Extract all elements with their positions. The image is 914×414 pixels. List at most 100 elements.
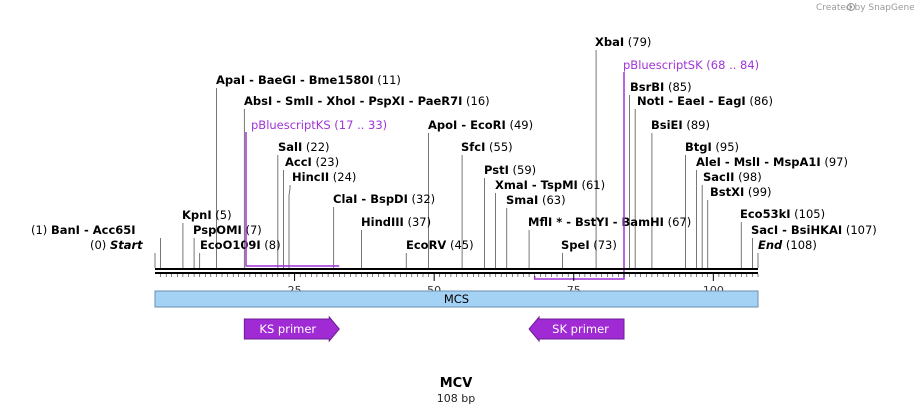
site-position: (37): [404, 215, 431, 229]
site-position: (86): [746, 94, 773, 108]
enzyme-name: EcoO109I: [200, 238, 261, 252]
site-label-bani-acc65i: (1) BanI - Acc65I: [31, 223, 136, 237]
site-label-end: End (108): [758, 238, 817, 252]
enzyme-name: Start: [110, 238, 143, 252]
site-position: (32): [408, 192, 435, 206]
site-label-xbai: XbaI (79): [595, 35, 651, 49]
site-label-apai-baegi-bme1580i: ApaI - BaeGI - Bme1580I (11): [216, 73, 401, 87]
enzyme-name: Acc65I: [93, 223, 136, 237]
site-position: (45): [446, 238, 473, 252]
site-position: (24): [329, 170, 356, 184]
site-position: (5): [212, 208, 232, 222]
site-position: (7): [242, 223, 262, 237]
enzyme-name: PstI: [484, 163, 509, 177]
primer-arrow-sk-primer: [528, 315, 625, 343]
enzyme-name: SfcI: [461, 140, 485, 154]
enzyme-name: TspMI: [541, 178, 578, 192]
site-separator: -: [705, 94, 718, 108]
site-position: (73): [590, 238, 617, 252]
site-label-sfci: SfcI (55): [461, 140, 513, 154]
site-separator: -: [609, 215, 622, 229]
enzyme-name: EaeI: [677, 94, 705, 108]
site-separator: -: [314, 94, 327, 108]
primer-arrow-ks-primer: [243, 315, 340, 343]
site-label-hindiii: HindIII (37): [361, 215, 431, 229]
site-label-noti-eaei-eagi: NotI - EaeI - EagI (86): [637, 94, 773, 108]
site-position: (49): [506, 118, 533, 132]
site-position: (89): [683, 118, 710, 132]
site-position: (98): [734, 170, 761, 184]
primer-site-label-pbluescriptsk: pBluescriptSK (68 .. 84): [623, 58, 759, 72]
enzyme-name: ClaI: [333, 192, 357, 206]
site-separator: -: [457, 118, 470, 132]
site-label-pspomi: PspOMI (7): [193, 223, 262, 237]
primer-site-label-pbluescriptks: pBluescriptKS (17 .. 33): [251, 118, 387, 132]
site-label-absi-smli-xhoi-pspxi-paer7i: AbsI - SmlI - XhoI - PspXI - PaeR7I (16): [244, 94, 490, 108]
site-connectors: [154, 50, 759, 268]
site-label-bsrbi: BsrBI (85): [630, 80, 692, 94]
site-position: (95): [712, 140, 739, 154]
enzyme-name: End: [758, 238, 783, 252]
enzyme-name: MslI: [734, 155, 761, 169]
site-label-apoi-ecori: ApoI - EcoRI (49): [428, 118, 533, 132]
enzyme-name: MflI *: [528, 215, 562, 229]
site-label-mfli-bstyi-bamhi: MflI * - BstYI - BamHI (67): [528, 215, 691, 229]
feature-mcs: MCS: [154, 290, 759, 308]
primer-binding-sites: pBluescriptKS (17 .. 33) pBluescriptSK (6…: [245, 58, 759, 280]
sequence-length-label: 108 bp: [437, 392, 475, 405]
feature-bar: [154, 290, 759, 308]
site-separator: -: [357, 192, 370, 206]
site-separator: -: [664, 94, 677, 108]
site-label-start: (0) Start: [90, 238, 143, 252]
site-position: (99): [744, 185, 771, 199]
primer-site-range: (68 .. 84): [703, 58, 760, 72]
enzyme-name: EcoRI: [470, 118, 506, 132]
credit-text: Created by SnapGene: [816, 3, 914, 13]
feature-label: MCS: [444, 292, 469, 306]
primer-label-ks-primer: KS primer: [259, 322, 316, 336]
site-separator: -: [356, 94, 369, 108]
site-label-kpni: KpnI (5): [182, 208, 232, 222]
enzyme-name: AccI: [285, 155, 312, 169]
site-label-hincii: HincII (24): [292, 170, 356, 184]
enzyme-name: BspDI: [370, 192, 408, 206]
site-separator: -: [405, 94, 418, 108]
enzyme-name: Bme1580I: [309, 73, 374, 87]
site-position: (97): [821, 155, 848, 169]
enzyme-name: BtgI: [685, 140, 712, 154]
site-position: (23): [312, 155, 339, 169]
site-position: (107): [842, 223, 877, 237]
site-position: (0): [90, 238, 110, 252]
site-label-eco53ki: Eco53kI (105): [740, 207, 825, 221]
primer-site-range: (17 .. 33): [331, 118, 388, 132]
sequence-title: MCV: [440, 376, 473, 391]
site-separator: -: [778, 223, 791, 237]
site-position: (61): [578, 178, 605, 192]
site-separator: -: [80, 223, 93, 237]
site-label-sali: SalI (22): [278, 140, 330, 154]
enzyme-name: AleI: [696, 155, 721, 169]
site-position: (22): [302, 140, 329, 154]
site-position: (16): [462, 94, 489, 108]
enzyme-name: BsrBI: [630, 80, 664, 94]
enzyme-name: AbsI: [244, 94, 272, 108]
enzyme-name: MspA1I: [773, 155, 821, 169]
site-label-clai-bspdi: ClaI - BspDI (32): [333, 192, 435, 206]
enzyme-name: KpnI: [182, 208, 212, 222]
enzyme-name: PspXI: [368, 94, 404, 108]
enzyme-name: BstXI: [710, 185, 744, 199]
enzyme-name: ApoI: [428, 118, 457, 132]
enzyme-name: SmlI: [285, 94, 314, 108]
enzyme-name: Eco53kI: [740, 207, 791, 221]
site-label-ecorv: EcoRV (45): [406, 238, 474, 252]
site-label-spei: SpeI (73): [561, 238, 617, 252]
enzyme-name: EagI: [718, 94, 746, 108]
site-label-acci: AccI (23): [285, 155, 339, 169]
primer-site-name: pBluescriptKS: [251, 118, 331, 132]
site-separator: -: [245, 73, 258, 87]
site-position: (67): [664, 215, 691, 229]
site-position: (11): [374, 73, 401, 87]
site-position: (59): [509, 163, 536, 177]
site-position: (8): [261, 238, 281, 252]
